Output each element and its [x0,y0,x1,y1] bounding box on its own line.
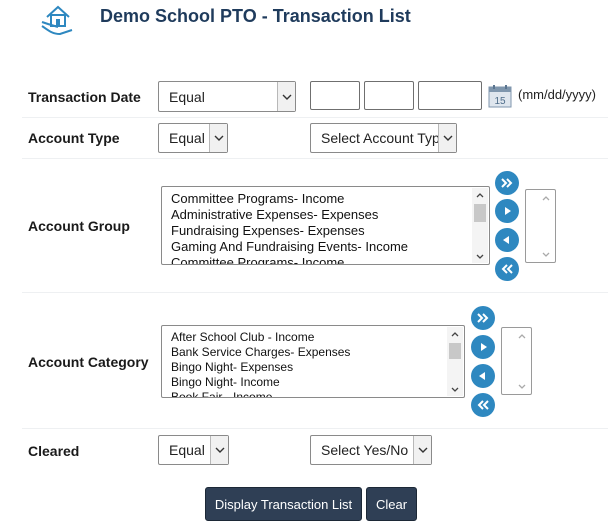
selected-groups-listbox[interactable] [525,189,556,263]
chevron-down-icon [438,124,456,152]
clear-button[interactable]: Clear [366,487,417,521]
scroll-down-icon[interactable] [472,249,488,263]
calendar-icon[interactable]: 15 [488,84,512,108]
page-title: Demo School PTO - Transaction List [100,6,411,26]
add-all-groups-button[interactable] [495,171,519,195]
transaction-date-operator-select[interactable]: Equal [158,81,296,112]
cleared-select[interactable]: Select Yes/No [310,435,432,465]
cleared-label: Cleared [28,443,80,459]
cleared-value: Select Yes/No [321,442,409,458]
add-group-button[interactable] [495,199,519,223]
add-category-button[interactable] [471,335,495,359]
scrollbar[interactable] [472,188,488,263]
remove-all-groups-button[interactable] [495,257,519,281]
chevron-down-icon [209,124,227,152]
row-divider [22,117,608,118]
triangle-right-icon [505,207,511,215]
list-item[interactable]: Bingo Night- Expenses [171,360,294,374]
scroll-down-icon[interactable] [447,382,463,396]
row-divider [22,428,608,429]
scrollbar[interactable] [514,329,530,393]
scroll-down-icon[interactable] [514,379,530,393]
transaction-date-year-input[interactable] [418,81,482,110]
transaction-date-operator-value: Equal [169,88,205,105]
remove-group-button[interactable] [495,228,519,252]
scroll-thumb[interactable] [474,204,486,222]
remove-category-button[interactable] [471,364,495,388]
list-item[interactable]: Bank Service Charges- Expenses [171,345,351,359]
scroll-down-icon[interactable] [538,247,554,261]
chevron-down-icon [277,82,295,111]
account-type-select[interactable]: Select Account Type [310,123,457,153]
list-item[interactable]: Fundraising Expenses- Expenses [171,223,365,238]
row-divider [22,158,608,159]
transaction-date-label: Transaction Date [28,89,141,105]
house-in-hand-icon [38,0,78,38]
triangle-left-icon [479,372,485,380]
account-group-listbox[interactable]: Committee Programs- Income Administrativ… [161,186,490,265]
row-divider [22,292,608,293]
chevron-down-icon [413,436,431,464]
list-item[interactable]: Committee Programs- Income [171,191,345,206]
scroll-up-icon[interactable] [472,188,488,202]
scrollbar[interactable] [447,327,463,396]
date-format-hint: (mm/dd/yyyy) [518,87,596,102]
list-item[interactable]: After School Club - Income [171,330,315,344]
list-item[interactable]: Committee Programs- Income [171,255,345,265]
scroll-up-icon[interactable] [447,327,463,341]
selected-categories-listbox[interactable] [501,327,532,395]
double-chevron-right-icon [477,313,489,323]
account-category-listbox[interactable]: After School Club - Income Bank Service … [161,325,465,398]
scroll-thumb[interactable] [449,343,461,359]
transaction-date-month-input[interactable] [310,81,360,110]
account-type-operator-select[interactable]: Equal [158,123,228,153]
triangle-left-icon [503,236,509,244]
chevron-down-icon [210,436,228,464]
double-chevron-left-icon [477,400,489,410]
account-type-label: Account Type [28,130,120,146]
double-chevron-left-icon [501,264,513,274]
list-item[interactable]: Gaming And Fundraising Events- Income [171,239,409,254]
display-transaction-list-button[interactable]: Display Transaction List [205,487,362,521]
scroll-up-icon[interactable] [514,329,530,343]
scroll-up-icon[interactable] [538,191,554,205]
remove-all-categories-button[interactable] [471,393,495,417]
add-all-categories-button[interactable] [471,306,495,330]
cleared-operator-value: Equal [169,442,205,458]
double-chevron-right-icon [501,178,513,188]
triangle-right-icon [481,343,487,351]
account-category-label: Account Category [28,354,149,370]
scrollbar[interactable] [538,191,554,261]
transaction-date-day-input[interactable] [364,81,414,110]
account-type-value: Select Account Type [321,130,448,146]
account-type-operator-value: Equal [169,130,205,146]
list-item[interactable]: Book Fair - Income [171,390,273,398]
list-item[interactable]: Bingo Night- Income [171,375,280,389]
account-group-label: Account Group [28,218,130,234]
calendar-day-number: 15 [494,96,506,107]
list-item[interactable]: Administrative Expenses- Expenses [171,207,379,222]
cleared-operator-select[interactable]: Equal [158,435,229,465]
